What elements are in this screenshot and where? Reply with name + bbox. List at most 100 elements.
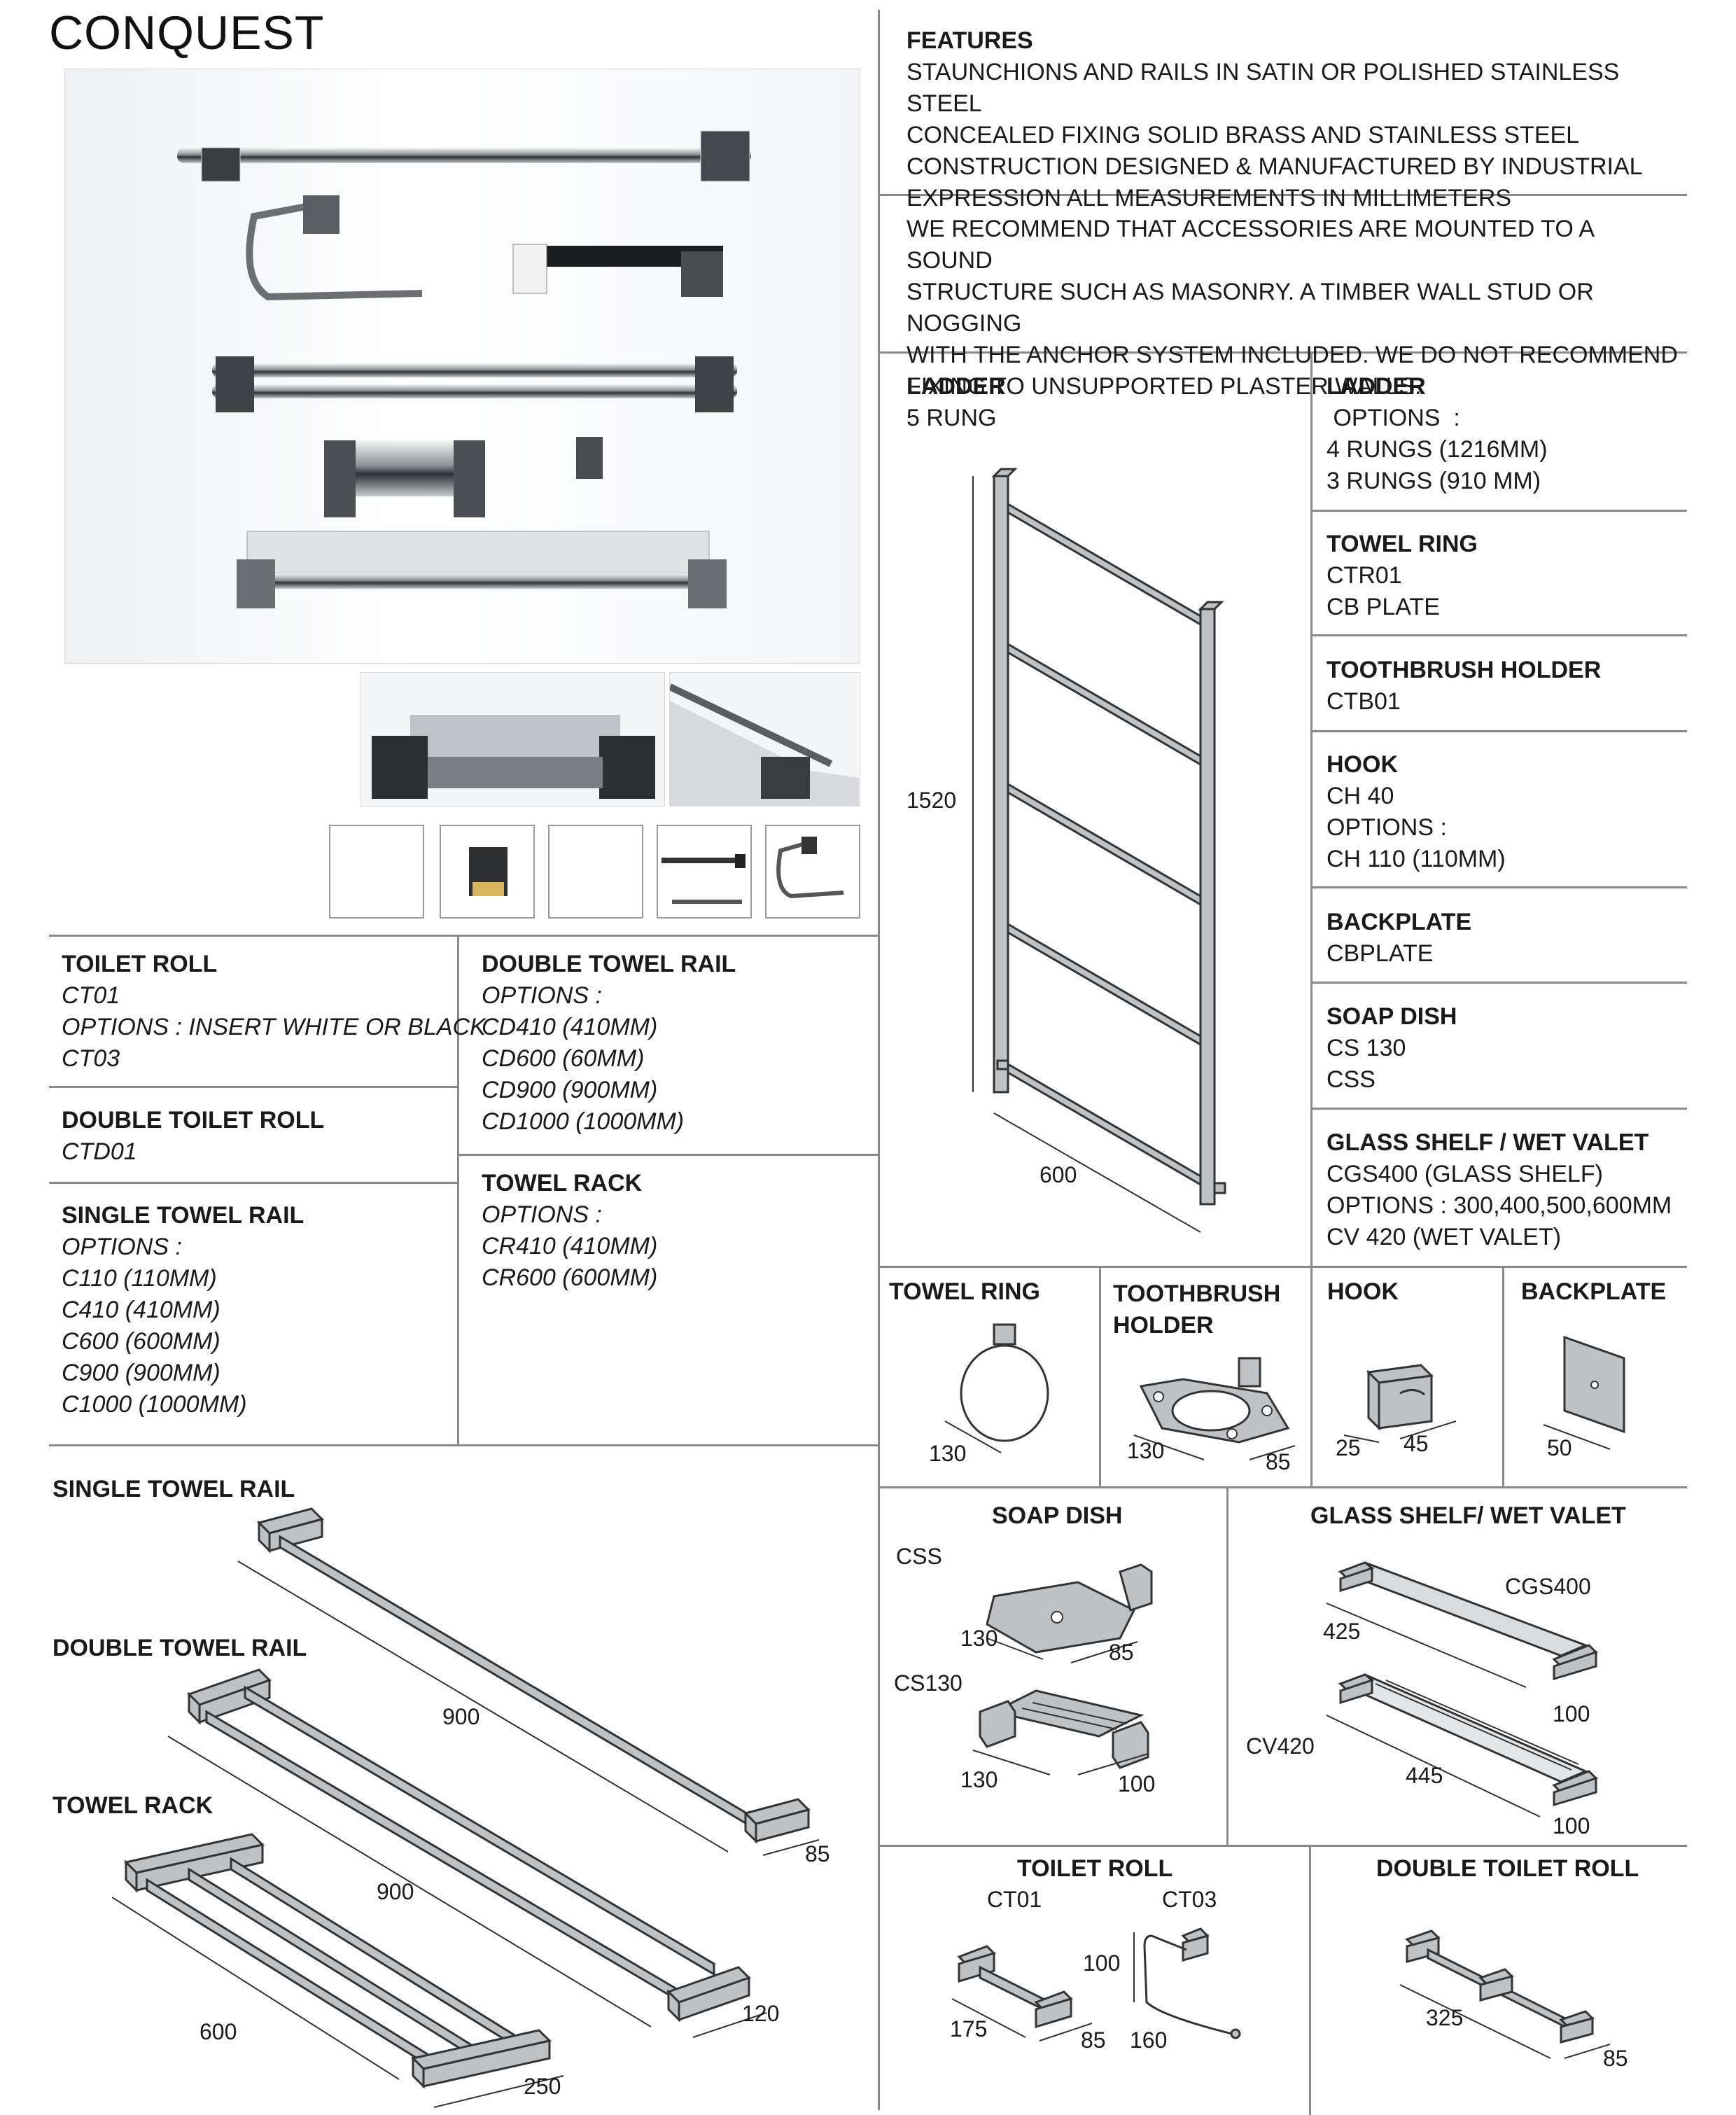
- cv-dim-a: 445: [1406, 1763, 1443, 1788]
- recommend-line: WE RECOMMEND THAT ACCESSORIES ARE MOUNTE…: [906, 216, 1594, 274]
- divider: [1310, 510, 1687, 512]
- spec-title: DOUBLE TOILET ROLL: [62, 1107, 325, 1133]
- spec-glass-shelf: GLASS SHELF / WET VALET CGS400 (GLASS SH…: [1326, 1127, 1672, 1253]
- single-rail-drawing: [237, 1507, 820, 1856]
- spec-line: CD410 (410MM): [482, 1014, 658, 1040]
- double-toilet-dim-b: 85: [1603, 2046, 1628, 2071]
- spec-double-toilet-roll: DOUBLE TOILET ROLL CTD01: [62, 1105, 324, 1168]
- spec-hook: HOOK CH 40 OPTIONS : CH 110 (110MM): [1326, 749, 1506, 875]
- ct01-dim-a: 175: [950, 2016, 988, 2041]
- divider: [1310, 730, 1687, 732]
- towel-ring-dim: 130: [929, 1441, 967, 1466]
- divider: [1309, 1845, 1311, 2115]
- thumbnail-5[interactable]: [765, 825, 860, 919]
- ct03-dim-w: 160: [1130, 2027, 1168, 2053]
- spec-title: DOUBLE TOWEL RAIL: [482, 951, 736, 977]
- towel-rack-title: TOWEL RACK: [52, 1792, 214, 1819]
- divider: [49, 1182, 457, 1184]
- spec-double-towel-rail: DOUBLE TOWEL RAIL OPTIONS : CD410 (410MM…: [482, 949, 736, 1138]
- spec-line: C600 (600MM): [62, 1328, 220, 1355]
- divider: [1310, 634, 1687, 636]
- single-rail-title: SINGLE TOWEL RAIL: [52, 1476, 295, 1502]
- spec-line: 4 RUNGS (1216MM): [1326, 436, 1548, 463]
- spec-line: CV 420 (WET VALET): [1326, 1224, 1562, 1250]
- thumbnail-1[interactable]: [329, 825, 424, 919]
- divider: [1310, 351, 1312, 1266]
- cv420-drawing: [1326, 1673, 1598, 1817]
- cs130-soap-dish-drawing: [972, 1689, 1149, 1775]
- spec-title: GLASS SHELF / WET VALET: [1326, 1129, 1649, 1156]
- toothbrush-dim-a: 130: [1127, 1438, 1165, 1463]
- spec-line: OPTIONS : 300,400,500,600MM: [1326, 1192, 1672, 1219]
- divider: [1310, 1266, 1312, 1486]
- glass-shelf-title: GLASS SHELF/ WET VALET: [1310, 1502, 1626, 1529]
- spec-line: CBPLATE: [1326, 940, 1434, 967]
- divider: [457, 1154, 878, 1156]
- thumbnail-2[interactable]: [440, 825, 535, 919]
- css-dim-b: 85: [1109, 1640, 1134, 1665]
- features-heading: FEATURES: [906, 27, 1033, 54]
- backplate-drawing: [1543, 1335, 1625, 1450]
- towel-rack-depth: 250: [524, 2074, 561, 2099]
- spec-ladder: LADDER OPTIONS : 4 RUNGS (1216MM) 3 RUNG…: [1326, 371, 1548, 497]
- product-photo-soap-dish: [360, 672, 665, 807]
- product-photo-shelf-detail: [669, 672, 860, 807]
- soap-dish-title: SOAP DISH: [992, 1502, 1123, 1529]
- towel-rack-length: 600: [200, 2019, 237, 2044]
- divider: [878, 1845, 1687, 1847]
- divider: [1502, 1266, 1504, 1486]
- spec-line: CD1000 (1000MM): [482, 1108, 685, 1135]
- css-soap-dish-drawing: [986, 1563, 1153, 1663]
- spec-title: SOAP DISH: [1326, 1003, 1457, 1030]
- double-toilet-roll-drawing: [1399, 1929, 1611, 2059]
- spec-toilet-roll: TOILET ROLL CT01 OPTIONS : INSERT WHITE …: [62, 949, 486, 1075]
- backplate-title: BACKPLATE: [1521, 1278, 1667, 1305]
- ct03-drawing: [1133, 1927, 1241, 2039]
- divider: [1310, 886, 1687, 888]
- spec-line: CT01: [62, 982, 120, 1009]
- spec-title: BACKPLATE: [1326, 909, 1472, 935]
- spec-line: C1000 (1000MM): [62, 1391, 247, 1418]
- spec-line: OPTIONS :: [482, 982, 602, 1009]
- hook-dim-b: 45: [1404, 1431, 1429, 1456]
- rail-drawings: [112, 1507, 820, 2108]
- ct03-label: CT03: [1162, 1887, 1217, 1912]
- recommend-block: WE RECOMMEND THAT ACCESSORIES ARE MOUNTE…: [906, 214, 1684, 403]
- divider: [878, 1486, 1687, 1488]
- backplate-dim: 50: [1547, 1435, 1572, 1460]
- spec-line: CH 40: [1326, 783, 1394, 809]
- cv-label: CV420: [1246, 1733, 1315, 1759]
- ct03-dim-h: 100: [1083, 1950, 1121, 1976]
- spec-title: TOWEL RING: [1326, 531, 1478, 557]
- ladder-subtitle: 5 RUNG: [906, 405, 997, 431]
- hook-dim-a: 25: [1336, 1435, 1361, 1460]
- spec-single-towel-rail: SINGLE TOWEL RAIL OPTIONS : C110 (110MM)…: [62, 1200, 304, 1421]
- spec-line: CT03: [62, 1045, 120, 1072]
- spec-line: CR600 (600MM): [482, 1264, 658, 1291]
- product-photo-main: [64, 69, 860, 664]
- features-line: CONSTRUCTION DESIGNED & MANUFACTURED BY …: [906, 153, 1643, 180]
- double-toilet-roll-drawing-title: DOUBLE TOILET ROLL: [1376, 1855, 1639, 1882]
- thumbnail-3[interactable]: [548, 825, 643, 919]
- recommend-line: FIXING TO UNSUPPORTED PLASTER WALLS.: [906, 373, 1422, 400]
- towel-ring-drawing: [944, 1323, 1049, 1453]
- recommend-line: STRUCTURE SUCH AS MASONRY. A TIMBER WALL…: [906, 279, 1594, 337]
- toothbrush-title-line1: TOOTHBRUSH: [1113, 1280, 1281, 1307]
- ladder-height-dim: 1520: [906, 788, 957, 813]
- css-label: CSS: [896, 1544, 942, 1569]
- towel-ring-title: TOWEL RING: [889, 1278, 1040, 1305]
- spec-toothbrush: TOOTHBRUSH HOLDER CTB01: [1326, 655, 1601, 718]
- double-rail-length: 900: [377, 1879, 414, 1904]
- hook-drawing: [1343, 1364, 1457, 1443]
- spec-title: TOILET ROLL: [62, 951, 218, 977]
- divider: [878, 351, 1687, 354]
- ladder-drawing: [972, 468, 1226, 1233]
- double-rail-drawing: [167, 1668, 767, 2038]
- divider: [49, 1086, 457, 1088]
- spec-line: CTR01: [1326, 562, 1402, 589]
- divider: [49, 1444, 878, 1446]
- thumbnail-4[interactable]: [657, 825, 752, 919]
- divider: [1310, 982, 1687, 984]
- ladder-width-dim: 600: [1040, 1162, 1077, 1187]
- spec-line: CH 110 (110MM): [1326, 846, 1506, 872]
